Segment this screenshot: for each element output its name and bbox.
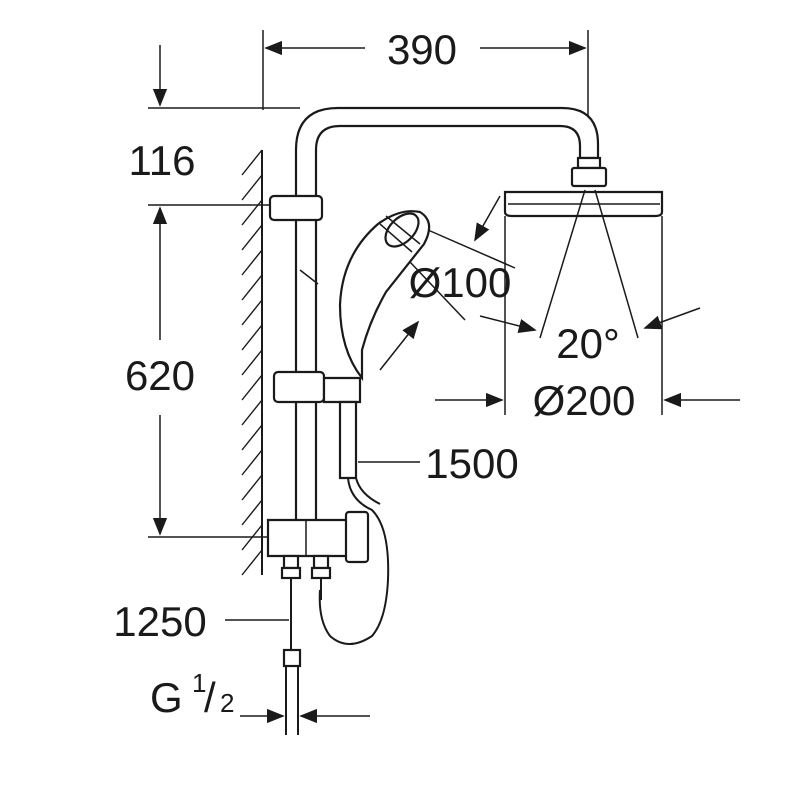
hand-shower-holder	[272, 370, 362, 404]
dimension-label-diameter-100: Ø100	[409, 259, 512, 306]
dimension-rail-length: 620	[125, 204, 275, 538]
dimension-hand-shower-diameter: Ø100	[379, 195, 516, 371]
inlet-connectors	[280, 554, 332, 735]
dimension-head-diameter: Ø200	[435, 377, 740, 424]
dimension-label-diameter-200: Ø200	[533, 377, 636, 424]
wall	[241, 149, 263, 576]
dimension-label-1250: 1250	[113, 598, 206, 645]
dimension-label-1500: 1500	[425, 440, 518, 487]
dimension-label-116: 116	[129, 137, 196, 184]
rail-bracket-top	[268, 194, 324, 370]
thread-label-numerator: 1	[192, 668, 206, 698]
thread-label-g: G	[150, 674, 183, 721]
dimension-label-20-degrees: 20°	[556, 320, 620, 367]
hand-shower-hose: 1500	[318, 400, 519, 645]
dimension-head-offset: 116	[129, 45, 300, 184]
dimension-label-620: 620	[125, 352, 195, 399]
dimension-supply-hose: 1250	[113, 598, 289, 645]
diverter-block	[266, 510, 370, 564]
dimension-arm-reach: 390	[262, 26, 589, 120]
overhead-shower-head	[503, 156, 664, 415]
dimension-label-390: 390	[387, 26, 457, 73]
thread-label-slash: /	[204, 674, 216, 721]
wall-hatching	[241, 149, 263, 576]
hand-shower	[338, 210, 431, 382]
dimension-thread-size: G 1 / 2	[150, 668, 370, 724]
thread-label-denominator: 2	[220, 688, 234, 718]
dimension-spray-angle: 20°	[479, 307, 701, 367]
